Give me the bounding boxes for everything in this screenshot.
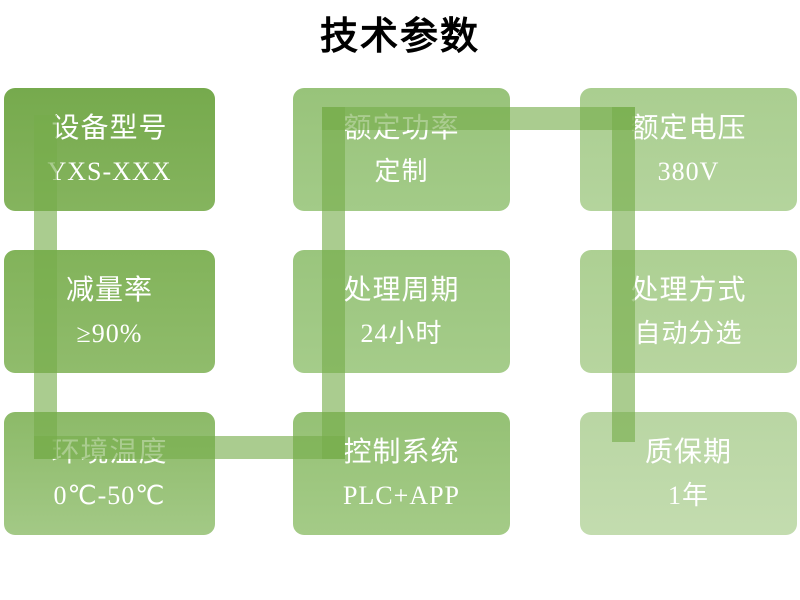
connector-bottom-run bbox=[34, 436, 345, 459]
param-value: 自动分选 bbox=[634, 318, 743, 348]
param-value: 0℃-50℃ bbox=[53, 480, 166, 510]
param-label: 控制系统 bbox=[343, 436, 460, 468]
param-value: 380V bbox=[657, 156, 720, 186]
connector-top-run bbox=[322, 107, 635, 130]
connector-col3-down bbox=[612, 107, 635, 442]
connector-col2-up bbox=[322, 107, 345, 459]
param-label: 额定电压 bbox=[630, 112, 747, 144]
param-box-warranty-period: 质保期 1年 bbox=[580, 412, 797, 535]
param-label: 处理方式 bbox=[630, 274, 747, 306]
param-value: YXS-XXX bbox=[47, 156, 172, 186]
param-label: 处理周期 bbox=[343, 274, 460, 306]
param-value: PLC+APP bbox=[342, 480, 461, 510]
slide-title: 技术参数 bbox=[319, 16, 480, 58]
connector-col1-down bbox=[34, 115, 57, 459]
param-label: 减量率 bbox=[65, 274, 153, 306]
param-label: 设备型号 bbox=[51, 112, 168, 144]
param-label: 质保期 bbox=[644, 436, 732, 468]
param-value: ≥90% bbox=[76, 318, 143, 348]
param-value: 1年 bbox=[667, 480, 709, 510]
param-box-ambient-temp: 环境温度 0℃-50℃ bbox=[4, 412, 215, 535]
param-value: 24小时 bbox=[360, 318, 443, 348]
param-value: 定制 bbox=[374, 156, 429, 186]
